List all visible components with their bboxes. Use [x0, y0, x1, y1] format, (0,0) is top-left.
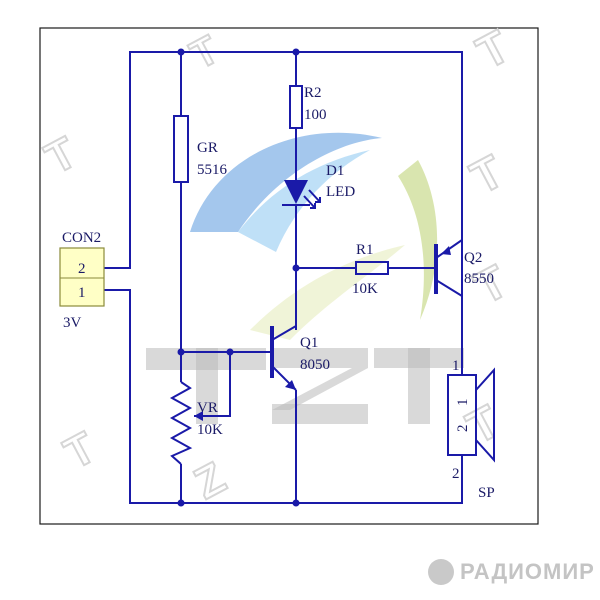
gr-value: 5516 [197, 162, 228, 178]
led-d1: D1 LED [282, 163, 355, 209]
q2-ref: Q2 [464, 250, 482, 266]
speaker-pin-1: 1 [452, 358, 460, 374]
speaker-sp: 1 2 1 2 SP [447, 358, 495, 501]
junction-dots [177, 48, 300, 507]
gr-ref: GR [197, 140, 218, 156]
r2-value: 100 [304, 107, 327, 123]
transistor-q2: Q2 8550 [434, 52, 494, 297]
watermark-logo [190, 132, 438, 340]
connector-con2: CON2 2 1 3V [59, 230, 105, 331]
transistor-q1: Q1 8050 [270, 325, 330, 391]
d1-value: LED [326, 184, 355, 200]
q2-value: 8550 [464, 271, 494, 287]
speaker-ref: SP [478, 485, 495, 501]
r1-ref: R1 [356, 242, 374, 258]
speaker-inner-2: 2 [455, 425, 471, 433]
resistor-r1: R1 10K [352, 242, 389, 297]
speaker-inner-1: 1 [455, 399, 471, 407]
speaker-pin-2: 2 [452, 466, 460, 482]
radiomir-logo-icon [428, 559, 454, 585]
connector-ref: CON2 [62, 230, 101, 246]
resistor-r2: R2 100 [289, 85, 327, 129]
photoresistor-gr: GR 5516 [173, 115, 228, 183]
d1-ref: D1 [326, 163, 344, 179]
r1-value: 10K [352, 281, 378, 297]
connector-pin-2: 2 [78, 261, 86, 277]
brand-name: РАДИОМИР [460, 559, 595, 584]
connector-voltage: 3V [63, 315, 82, 331]
vr-value: 10K [197, 422, 223, 438]
vr-ref: VR [197, 400, 218, 416]
q1-value: 8050 [300, 357, 330, 373]
brand-watermark: РАДИОМИР [428, 556, 595, 588]
q1-ref: Q1 [300, 335, 318, 351]
connector-pin-1: 1 [78, 285, 86, 301]
variable-resistor-vr: VR 10K [169, 381, 223, 465]
r2-ref: R2 [304, 85, 322, 101]
